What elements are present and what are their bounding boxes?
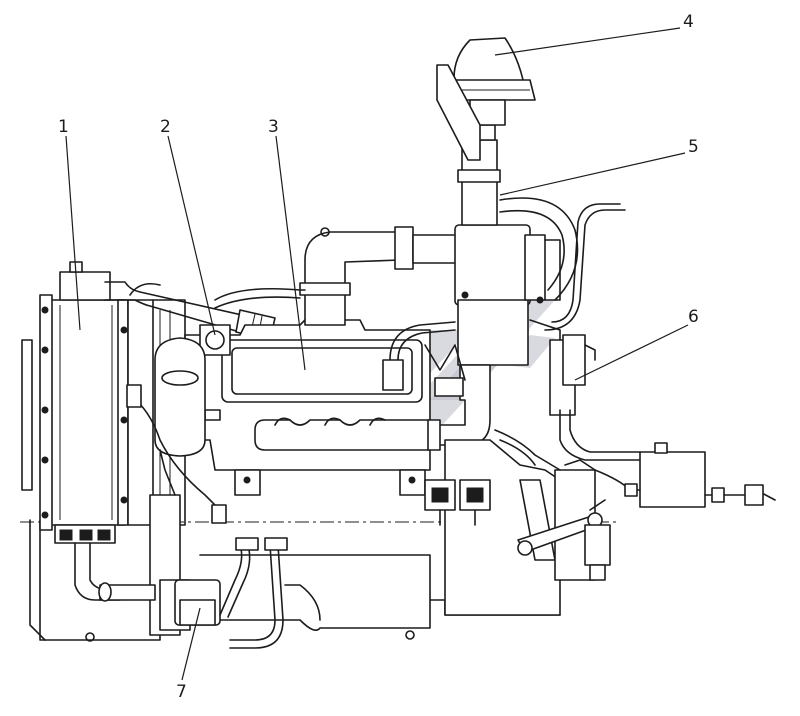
leader-5 (499, 152, 686, 196)
fuel-filter (549, 334, 641, 461)
callout-1: 1 (58, 117, 69, 137)
callout-2: 2 (160, 117, 171, 137)
leader-4 (494, 27, 681, 56)
engine-block (184, 319, 431, 496)
breather-hoses (214, 287, 466, 397)
wiring-harness (126, 384, 227, 524)
callout-5: 5 (688, 137, 699, 157)
radiator (21, 261, 129, 601)
leader-2 (167, 135, 216, 336)
intake-pipe (299, 226, 459, 326)
fuel-lines (494, 203, 626, 471)
callout-6: 6 (688, 307, 699, 327)
callout-7: 7 (176, 682, 187, 702)
leader-lines (65, 27, 689, 681)
leader-1 (65, 135, 81, 331)
leader-7 (181, 607, 201, 681)
air-cleaner (427, 37, 579, 451)
fuel-tank (594, 442, 776, 508)
leader-6 (574, 324, 689, 381)
thermostat-housing (154, 324, 231, 457)
callout-3: 3 (268, 117, 279, 137)
callouts: 1 2 3 4 5 6 7 (58, 12, 699, 702)
callout-4: 4 (683, 12, 694, 32)
control-linkage (517, 499, 611, 581)
leader-3 (275, 135, 306, 371)
starter-motor (98, 537, 288, 649)
